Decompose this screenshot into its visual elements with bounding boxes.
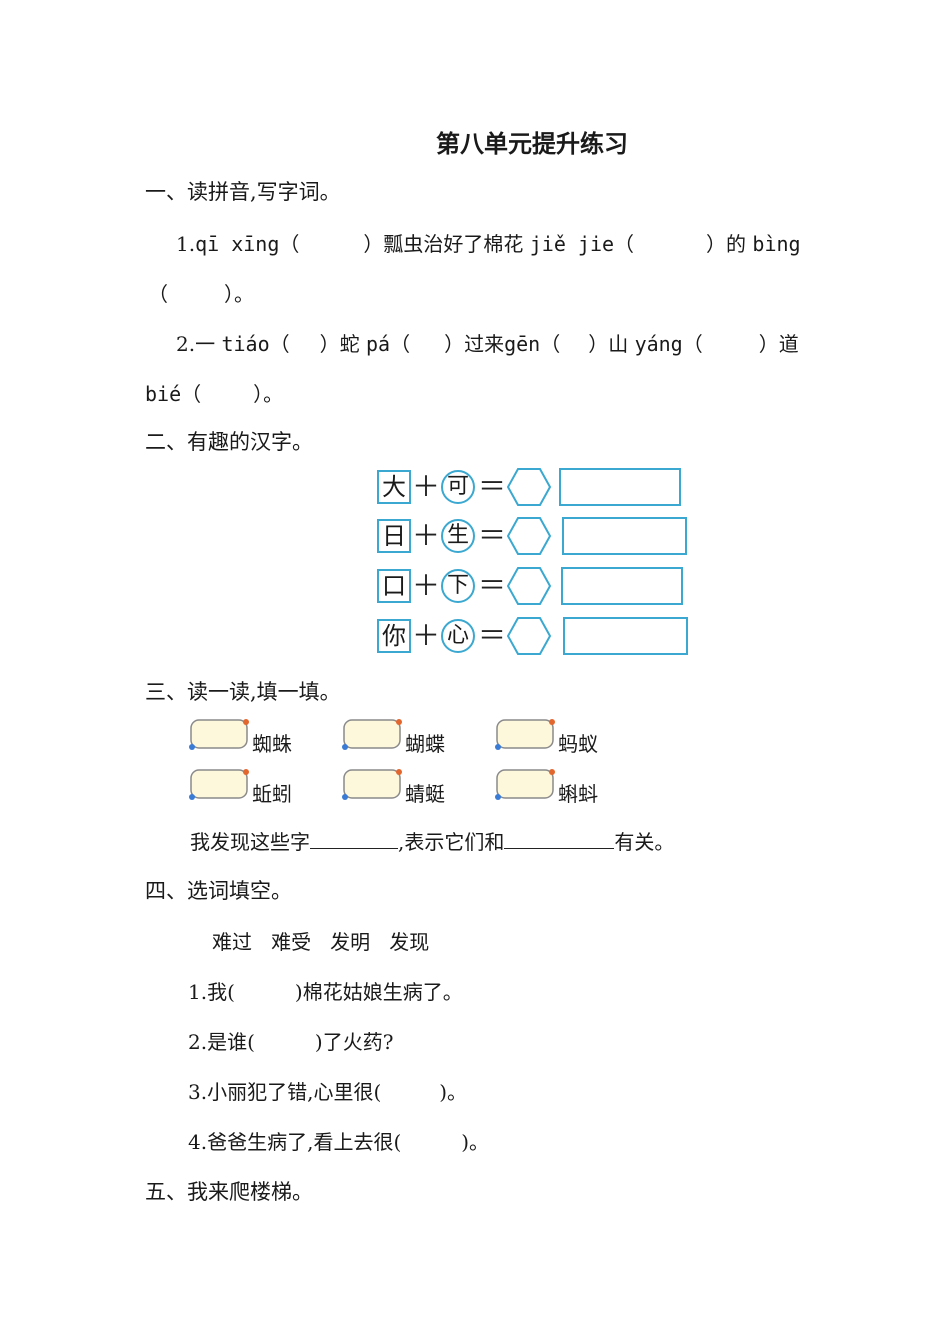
char-circle: 下 bbox=[441, 569, 475, 603]
equals-sign: ＝ bbox=[478, 619, 507, 652]
section-1-heading: 一、读拼音,写字词。 bbox=[145, 180, 341, 204]
answer-blank[interactable] bbox=[310, 828, 398, 849]
plus-sign: ＋ bbox=[412, 470, 441, 503]
q-number: 2. bbox=[176, 332, 196, 356]
question-1-1-cont: （）。 bbox=[148, 282, 254, 306]
radical-tag-box[interactable] bbox=[494, 768, 556, 802]
equals-sign: ＝ bbox=[478, 569, 507, 602]
insect-word: 蜘蛛 bbox=[252, 732, 292, 756]
plus-sign: ＋ bbox=[412, 619, 441, 652]
fill-item-2: 2.是谁()了火药? bbox=[188, 1030, 394, 1054]
char-square: 大 bbox=[377, 470, 411, 504]
option-word: 发明 bbox=[330, 930, 371, 954]
pinyin: qī xīng bbox=[195, 232, 280, 256]
equals-sign: ＝ bbox=[478, 470, 507, 503]
question-1-2: 2.一 tiáo（）蛇 pá（）过来gēn（）山 yáng（）道 bbox=[176, 332, 799, 356]
fill-item-4: 4.爸爸生病了,看上去很()。 bbox=[188, 1130, 490, 1154]
page-title: 第八单元提升练习 bbox=[436, 129, 628, 158]
word-answer-box[interactable] bbox=[563, 617, 688, 655]
char-square: 日 bbox=[377, 519, 411, 553]
insect-word: 蝴蝶 bbox=[405, 732, 445, 756]
answer-blank[interactable] bbox=[504, 828, 615, 849]
question-1-2-cont: bié（）。 bbox=[145, 382, 284, 406]
fill-item-3: 3.小丽犯了错,心里很()。 bbox=[188, 1080, 468, 1104]
radical-tag-box[interactable] bbox=[188, 768, 250, 802]
pinyin: bìng bbox=[752, 232, 801, 256]
pinyin: tiáo bbox=[221, 332, 270, 356]
insect-word: 蝌蚪 bbox=[558, 782, 598, 806]
section-4-heading: 四、选词填空。 bbox=[145, 879, 292, 903]
option-word: 难过 bbox=[212, 930, 252, 954]
plus-sign: ＋ bbox=[412, 519, 441, 552]
radical-tag-box[interactable] bbox=[341, 768, 403, 802]
equals-sign: ＝ bbox=[478, 519, 507, 552]
char-circle: 生 bbox=[441, 519, 475, 553]
plus-sign: ＋ bbox=[412, 569, 441, 602]
option-word: 难受 bbox=[271, 930, 312, 954]
pinyin: gēn bbox=[504, 332, 541, 356]
q-number: 1. bbox=[176, 232, 196, 256]
pinyin: jiě jie bbox=[529, 232, 615, 256]
word-options: 难过 难受 发明 发现 bbox=[212, 926, 429, 955]
discovery-sentence: 我发现这些字,表示它们和有关。 bbox=[190, 828, 675, 854]
hexagon-answer-box[interactable] bbox=[507, 517, 551, 555]
question-1-1: 1.qī xīng（）瓢虫治好了棉花 jiě jie（）的 bìng bbox=[176, 232, 801, 256]
char-square: 你 bbox=[377, 619, 411, 653]
hexagon-answer-box[interactable] bbox=[507, 567, 551, 605]
section-2-heading: 二、有趣的汉字。 bbox=[145, 430, 313, 454]
option-word: 发现 bbox=[389, 930, 430, 954]
word-answer-box[interactable] bbox=[561, 567, 683, 605]
radical-tag-box[interactable] bbox=[494, 718, 556, 752]
fill-item-1: 1.我()棉花姑娘生病了。 bbox=[188, 980, 463, 1004]
q-text: 的 bbox=[726, 232, 747, 256]
word-answer-box[interactable] bbox=[559, 468, 681, 506]
word-answer-box[interactable] bbox=[562, 517, 687, 555]
char-circle: 可 bbox=[441, 470, 475, 504]
pinyin: bié bbox=[145, 382, 182, 406]
section-3-heading: 三、读一读,填一填。 bbox=[145, 680, 341, 704]
pinyin: pá bbox=[365, 332, 391, 356]
insect-word: 蜻蜓 bbox=[405, 782, 445, 806]
hexagon-answer-box[interactable] bbox=[507, 617, 551, 655]
pinyin: yáng bbox=[634, 332, 683, 356]
q-text: 瓢虫治好了棉花 bbox=[383, 232, 524, 256]
section-5-heading: 五、我来爬楼梯。 bbox=[145, 1180, 313, 1204]
insect-word: 蚯蚓 bbox=[252, 782, 292, 806]
hexagon-answer-box[interactable] bbox=[507, 468, 551, 506]
radical-tag-box[interactable] bbox=[188, 718, 250, 752]
radical-tag-box[interactable] bbox=[341, 718, 403, 752]
char-circle: 心 bbox=[441, 619, 475, 653]
char-square: 口 bbox=[377, 569, 411, 603]
insect-word: 蚂蚁 bbox=[558, 732, 598, 756]
